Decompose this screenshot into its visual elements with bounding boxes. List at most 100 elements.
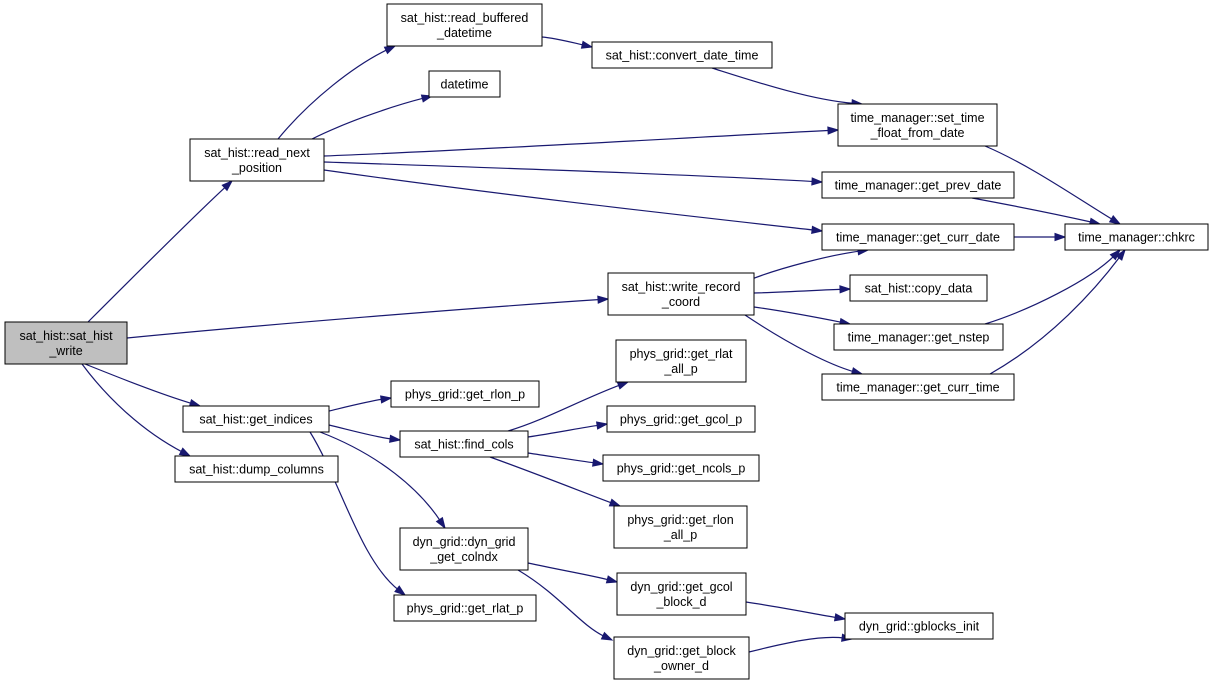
arrowhead-read_next_position-to-get_curr_date — [811, 225, 824, 235]
node-label: _all_p — [663, 362, 697, 376]
arrowhead-set_time_float_from_date-to-chkrc — [1108, 214, 1122, 225]
node-box — [428, 70, 501, 98]
node-box — [174, 455, 339, 483]
edge-get_indices-to-dyn_grid_get_colndx — [319, 431, 442, 522]
edge-read_next_position-to-datetime — [311, 97, 425, 140]
node-get_rlon_p[interactable]: phys_grid::get_rlon_p — [390, 380, 540, 408]
arrowhead-sat_hist_write-to-dump_columns — [178, 447, 192, 457]
edge-read_buffered_datetime-to-convert_date_time — [541, 36, 585, 46]
node-label: sat_hist::get_indices — [199, 413, 312, 427]
node-label: _position — [231, 161, 282, 175]
node-label: time_manager::get_curr_time — [836, 381, 999, 395]
node-get_ncols_p[interactable]: phys_grid::get_ncols_p — [602, 454, 760, 482]
node-box — [606, 405, 756, 433]
node-box — [189, 138, 325, 182]
edge-sat_hist_write-to-write_record_coord — [126, 298, 601, 339]
node-label: _float_from_date — [870, 126, 965, 140]
node-label: datetime — [441, 78, 489, 92]
node-sat_hist_write[interactable]: sat_hist::sat_hist_write — [4, 321, 128, 365]
node-box — [844, 612, 994, 640]
node-label: phys_grid::get_gcol_p — [620, 413, 742, 427]
arrowhead-find_cols-to-get_rlon_all_p — [608, 498, 622, 507]
node-box — [833, 323, 1004, 351]
node-label: _datetime — [436, 26, 492, 40]
edge-read_next_position-to-get_curr_date — [323, 169, 815, 231]
node-datetime[interactable]: datetime — [428, 70, 501, 98]
arrowhead-find_cols-to-get_rlat_all_p — [616, 381, 630, 390]
node-label: time_manager::get_prev_date — [835, 179, 1002, 193]
node-get_rlon_all_p[interactable]: phys_grid::get_rlon_all_p — [613, 505, 748, 549]
call-edges — [81, 36, 1126, 653]
node-label: time_manager::set_time — [850, 111, 984, 125]
node-get_curr_time[interactable]: time_manager::get_curr_time — [821, 373, 1015, 401]
node-copy_data[interactable]: sat_hist::copy_data — [849, 274, 988, 302]
edge-find_cols-to-get_rlat_all_p — [507, 384, 621, 432]
edge-find_cols-to-get_gcol_p — [527, 424, 600, 438]
node-label: time_manager::get_curr_date — [836, 231, 1000, 245]
node-write_record_coord[interactable]: sat_hist::write_record_coord — [607, 272, 755, 316]
node-get_rlat_p[interactable]: phys_grid::get_rlat_p — [393, 594, 537, 622]
edge-dyn_grid_get_colndx-to-get_block_owner_d — [517, 569, 606, 638]
node-box — [386, 3, 543, 47]
node-box — [591, 41, 773, 69]
edge-sat_hist_write-to-read_next_position — [87, 185, 227, 323]
edge-write_record_coord-to-copy_data — [753, 288, 843, 294]
node-gblocks_init[interactable]: dyn_grid::gblocks_init — [844, 612, 994, 640]
node-get_curr_date[interactable]: time_manager::get_curr_date — [821, 223, 1015, 251]
node-get_nstep[interactable]: time_manager::get_nstep — [833, 323, 1004, 351]
node-get_gcol_p[interactable]: phys_grid::get_gcol_p — [606, 405, 756, 433]
node-box — [182, 405, 330, 433]
edge-write_record_coord-to-get_nstep — [753, 306, 843, 324]
node-box — [393, 594, 537, 622]
edge-read_next_position-to-get_prev_date — [323, 161, 815, 183]
arrowhead-dyn_grid_get_colndx-to-get_block_owner_d — [600, 631, 614, 641]
edge-get_indices-to-get_rlon_p — [328, 398, 384, 412]
node-read_buffered_datetime[interactable]: sat_hist::read_buffered_datetime — [386, 3, 543, 47]
node-box — [849, 274, 988, 302]
arrowhead-read_next_position-to-get_prev_date — [811, 177, 824, 186]
node-get_rlat_all_p[interactable]: phys_grid::get_rlat_all_p — [615, 339, 747, 383]
node-label: sat_hist::write_record — [622, 280, 741, 294]
edge-read_next_position-to-set_time_float_from_date — [323, 129, 831, 157]
node-chkrc[interactable]: time_manager::chkrc — [1064, 223, 1209, 251]
edge-find_cols-to-get_ncols_p — [527, 452, 596, 464]
arrowhead-read_buffered_datetime-to-convert_date_time — [580, 40, 594, 49]
node-label: phys_grid::get_rlat_p — [407, 602, 524, 616]
node-convert_date_time[interactable]: sat_hist::convert_date_time — [591, 41, 773, 69]
node-box — [390, 380, 540, 408]
node-get_indices[interactable]: sat_hist::get_indices — [182, 405, 330, 433]
node-read_next_position[interactable]: sat_hist::read_next_position — [189, 138, 325, 182]
node-set_time_float_from_date[interactable]: time_manager::set_time_float_from_date — [837, 103, 998, 147]
edge-sat_hist_write-to-get_indices — [84, 363, 193, 405]
node-box — [613, 636, 750, 680]
node-label: dyn_grid::get_block — [627, 644, 736, 658]
arrowhead-get_indices-to-dyn_grid_get_colndx — [435, 516, 446, 530]
arrowhead-get_curr_date-to-chkrc — [1054, 232, 1067, 242]
edge-write_record_coord-to-get_curr_date — [751, 250, 861, 280]
node-label: _owner_d — [653, 659, 709, 673]
arrowhead-sat_hist_write-to-write_record_coord — [597, 295, 610, 304]
node-box — [1064, 223, 1209, 251]
node-label: phys_grid::get_rlon — [627, 513, 733, 527]
node-label: dyn_grid::dyn_grid — [413, 535, 516, 549]
node-dump_columns[interactable]: sat_hist::dump_columns — [174, 455, 339, 483]
arrowhead-get_indices-to-find_cols — [389, 434, 402, 443]
node-box — [613, 505, 748, 549]
node-label: phys_grid::get_rlon_p — [405, 388, 525, 402]
node-label: dyn_grid::get_gcol — [630, 580, 732, 594]
node-label: _coord — [661, 295, 700, 309]
node-box — [821, 223, 1015, 251]
node-get_block_owner_d[interactable]: dyn_grid::get_block_owner_d — [613, 636, 750, 680]
node-label: phys_grid::get_rlat — [630, 347, 733, 361]
edge-get_block_owner_d-to-gblocks_init — [748, 636, 845, 653]
node-get_gcol_block_d[interactable]: dyn_grid::get_gcol_block_d — [616, 572, 747, 616]
node-label: phys_grid::get_ncols_p — [617, 462, 746, 476]
node-get_prev_date[interactable]: time_manager::get_prev_date — [821, 171, 1015, 199]
arrowhead-get_gcol_block_d-to-gblocks_init — [833, 613, 847, 622]
node-dyn_grid_get_colndx[interactable]: dyn_grid::dyn_grid_get_colndx — [399, 527, 529, 571]
arrowhead-read_next_position-to-set_time_float_from_date — [827, 126, 840, 135]
node-label: _all_p — [663, 528, 697, 542]
arrowhead-get_indices-to-get_rlat_p — [394, 585, 407, 596]
arrowhead-find_cols-to-get_ncols_p — [592, 458, 605, 467]
node-find_cols[interactable]: sat_hist::find_cols — [399, 430, 529, 458]
